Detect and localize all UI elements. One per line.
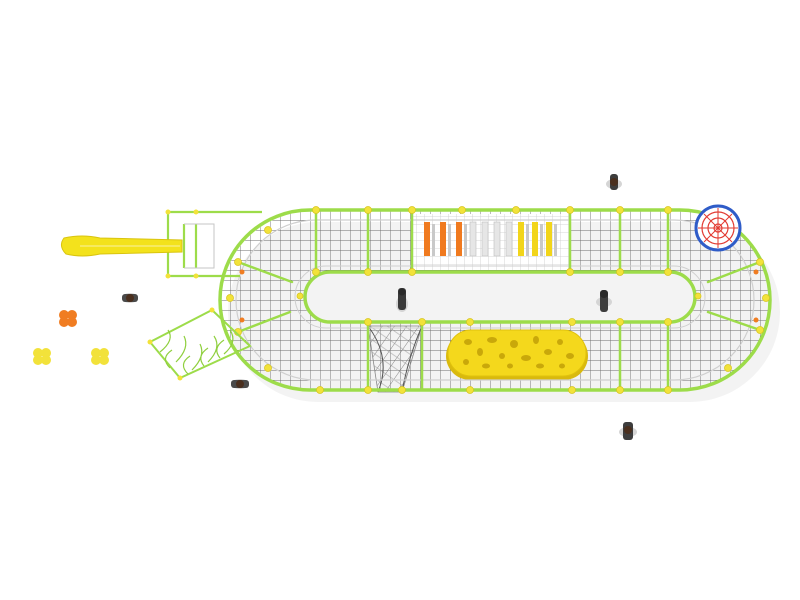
wire-mesh-panels — [220, 210, 770, 390]
bouldering-climber-pod — [446, 329, 588, 380]
net-walk-bridge — [367, 325, 423, 393]
child-figure — [396, 288, 408, 312]
rope-ladder-ramp — [147, 307, 252, 381]
child-figure — [606, 174, 622, 190]
frame-end-caps — [239, 269, 759, 323]
child-figure — [122, 293, 138, 303]
child-figure — [596, 290, 612, 312]
spider-web-basket — [694, 204, 742, 252]
stepping-pads — [33, 310, 109, 365]
child-figure — [231, 379, 249, 389]
children-figures — [122, 174, 637, 440]
colored-panel-traverse — [412, 214, 570, 270]
yellow-slide — [60, 235, 183, 257]
child-figure — [619, 422, 637, 440]
